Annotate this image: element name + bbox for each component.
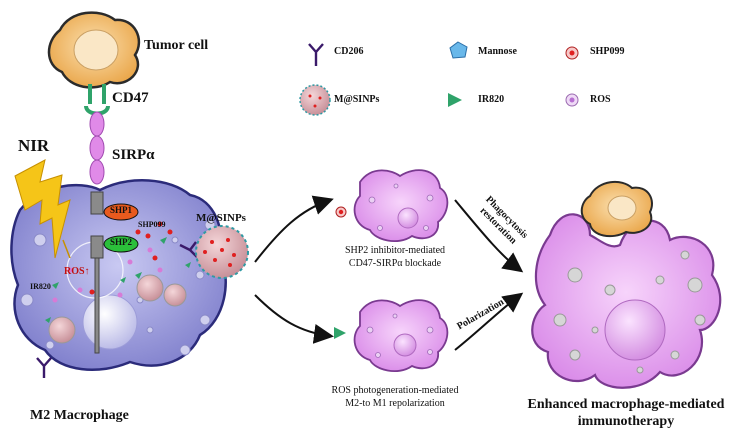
legend-shp099-label: SHP099 [590,46,625,57]
shp099-near-label: SHP099 [138,220,166,229]
m-sinps-particle [195,225,249,279]
arrow-to-repolarization [254,294,334,344]
legend-mannose-label: Mannose [478,46,517,57]
pathway-bottom-line2: M2-to M1 repolarization [345,398,445,409]
final-caption: Enhanced macrophage-mediated immunothera… [512,396,740,430]
tumor-nucleus [73,29,119,71]
enhanced-macrophage [531,180,722,389]
cd206-receptors [36,241,198,378]
pathway-top-caption: SHP2 inhibitor-mediated CD47-SIRPα block… [320,244,470,270]
cd206-icon [308,43,324,66]
arrow-to-blockade [254,195,334,263]
sirpa-receptor [89,111,105,185]
tumor-cell [47,11,141,89]
pathway-bottom-line1: ROS photogeneration-mediated [331,385,459,396]
shp1-badge [103,203,139,221]
m2-nucleus [82,294,138,350]
shp099-inbound [335,206,347,218]
final-line2: immunotherapy [577,414,675,429]
m-sinps-icon [299,84,331,116]
ir820-icon [448,93,462,107]
cd47-receptor [84,84,110,116]
pathway-top-line2: CD47-SIRPα blockade [348,258,442,269]
final-line1: Enhanced macrophage-mediated [527,397,725,412]
m2-macrophage-label: M2 Macrophage [30,408,129,423]
pathway-top-line1: SHP2 inhibitor-mediated [344,245,446,256]
legend-ir820-label: IR820 [478,94,505,105]
ir820-triangles [45,237,191,323]
legend-ros-label: ROS [590,94,611,105]
ros-arrow-label: ROS↑ [64,266,90,277]
nir-label: NIR [18,136,50,155]
sirpa-label: SIRPα [112,147,155,163]
engulfed-tumor-cell [580,180,653,238]
transmembrane-segment [90,191,104,354]
legend-cd206-label: CD206 [334,46,364,57]
m-sinps-near-label: M@SINPs [196,212,246,224]
nir-beam [62,239,71,259]
m1-top-body [353,169,449,243]
shp099-icon [565,46,579,60]
shp2-badge [103,235,139,253]
arrow-phagocytosis [454,199,524,273]
legend-icons [299,41,579,116]
shp099-dots [89,221,173,295]
nir-lightning-icon [14,159,71,259]
cd47-label: CD47 [112,90,149,106]
ir820-near-label: IR820 [30,282,51,291]
legend-m-sinps-label: M@SINPs [334,94,380,105]
shp1-label: SHP1 [109,205,132,215]
arrow-polarization [454,292,524,351]
m1-macrophage-bottom [353,299,449,373]
m1-macrophage-top [353,169,449,243]
shp2-label: SHP2 [109,237,132,247]
pathway-bottom-caption: ROS photogeneration-mediated M2-to M1 re… [315,384,475,410]
tumor-cell-label: Tumor cell [144,38,209,53]
ros-icon [565,93,579,107]
internal-nanoparticles [48,274,187,344]
ir820-inbound [334,327,346,339]
mannose-icon [449,41,468,59]
